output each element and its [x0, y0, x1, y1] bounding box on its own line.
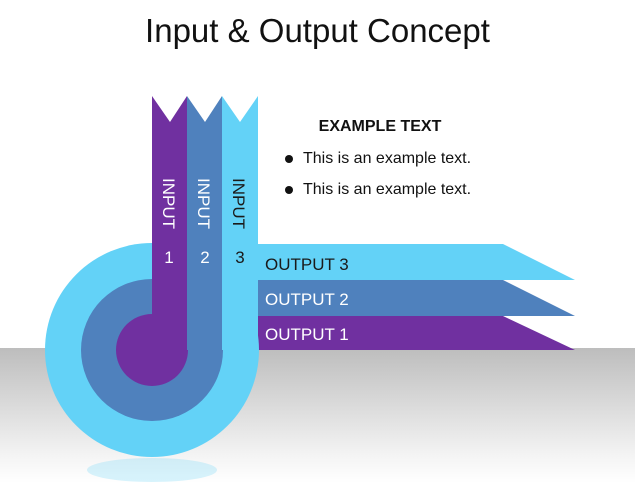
- input-1-number: 1: [164, 248, 173, 267]
- bullet-icon: [285, 155, 293, 163]
- output-1-label: OUTPUT 1: [265, 325, 349, 344]
- example-text-box: EXAMPLE TEXT This is an example text. Th…: [285, 118, 545, 212]
- bullet-text: This is an example text.: [303, 150, 472, 167]
- input-strip-2: [187, 96, 222, 350]
- input-strip-3: [222, 96, 258, 350]
- output-arrow-3: [238, 244, 575, 280]
- output-arrow-2: [238, 280, 575, 316]
- output-2-label: OUTPUT 2: [265, 290, 349, 309]
- slide-title: Input & Output Concept: [145, 12, 490, 49]
- input-2-number: 2: [200, 248, 209, 267]
- input-2-label: INPUT: [194, 178, 213, 229]
- input-3-number: 3: [235, 248, 244, 267]
- circle-reflection: [87, 458, 217, 482]
- input-strip-1: [152, 96, 187, 350]
- bullet-item: This is an example text.: [285, 181, 545, 199]
- output-3-label: OUTPUT 3: [265, 255, 349, 274]
- bullet-item: This is an example text.: [285, 150, 545, 168]
- example-text-heading: EXAMPLE TEXT: [318, 118, 442, 135]
- input-3-label: INPUT: [229, 178, 248, 229]
- input-1-label: INPUT: [159, 178, 178, 229]
- bullet-icon: [285, 186, 293, 194]
- bullet-text: This is an example text.: [303, 181, 472, 198]
- output-arrow-1: [238, 316, 575, 350]
